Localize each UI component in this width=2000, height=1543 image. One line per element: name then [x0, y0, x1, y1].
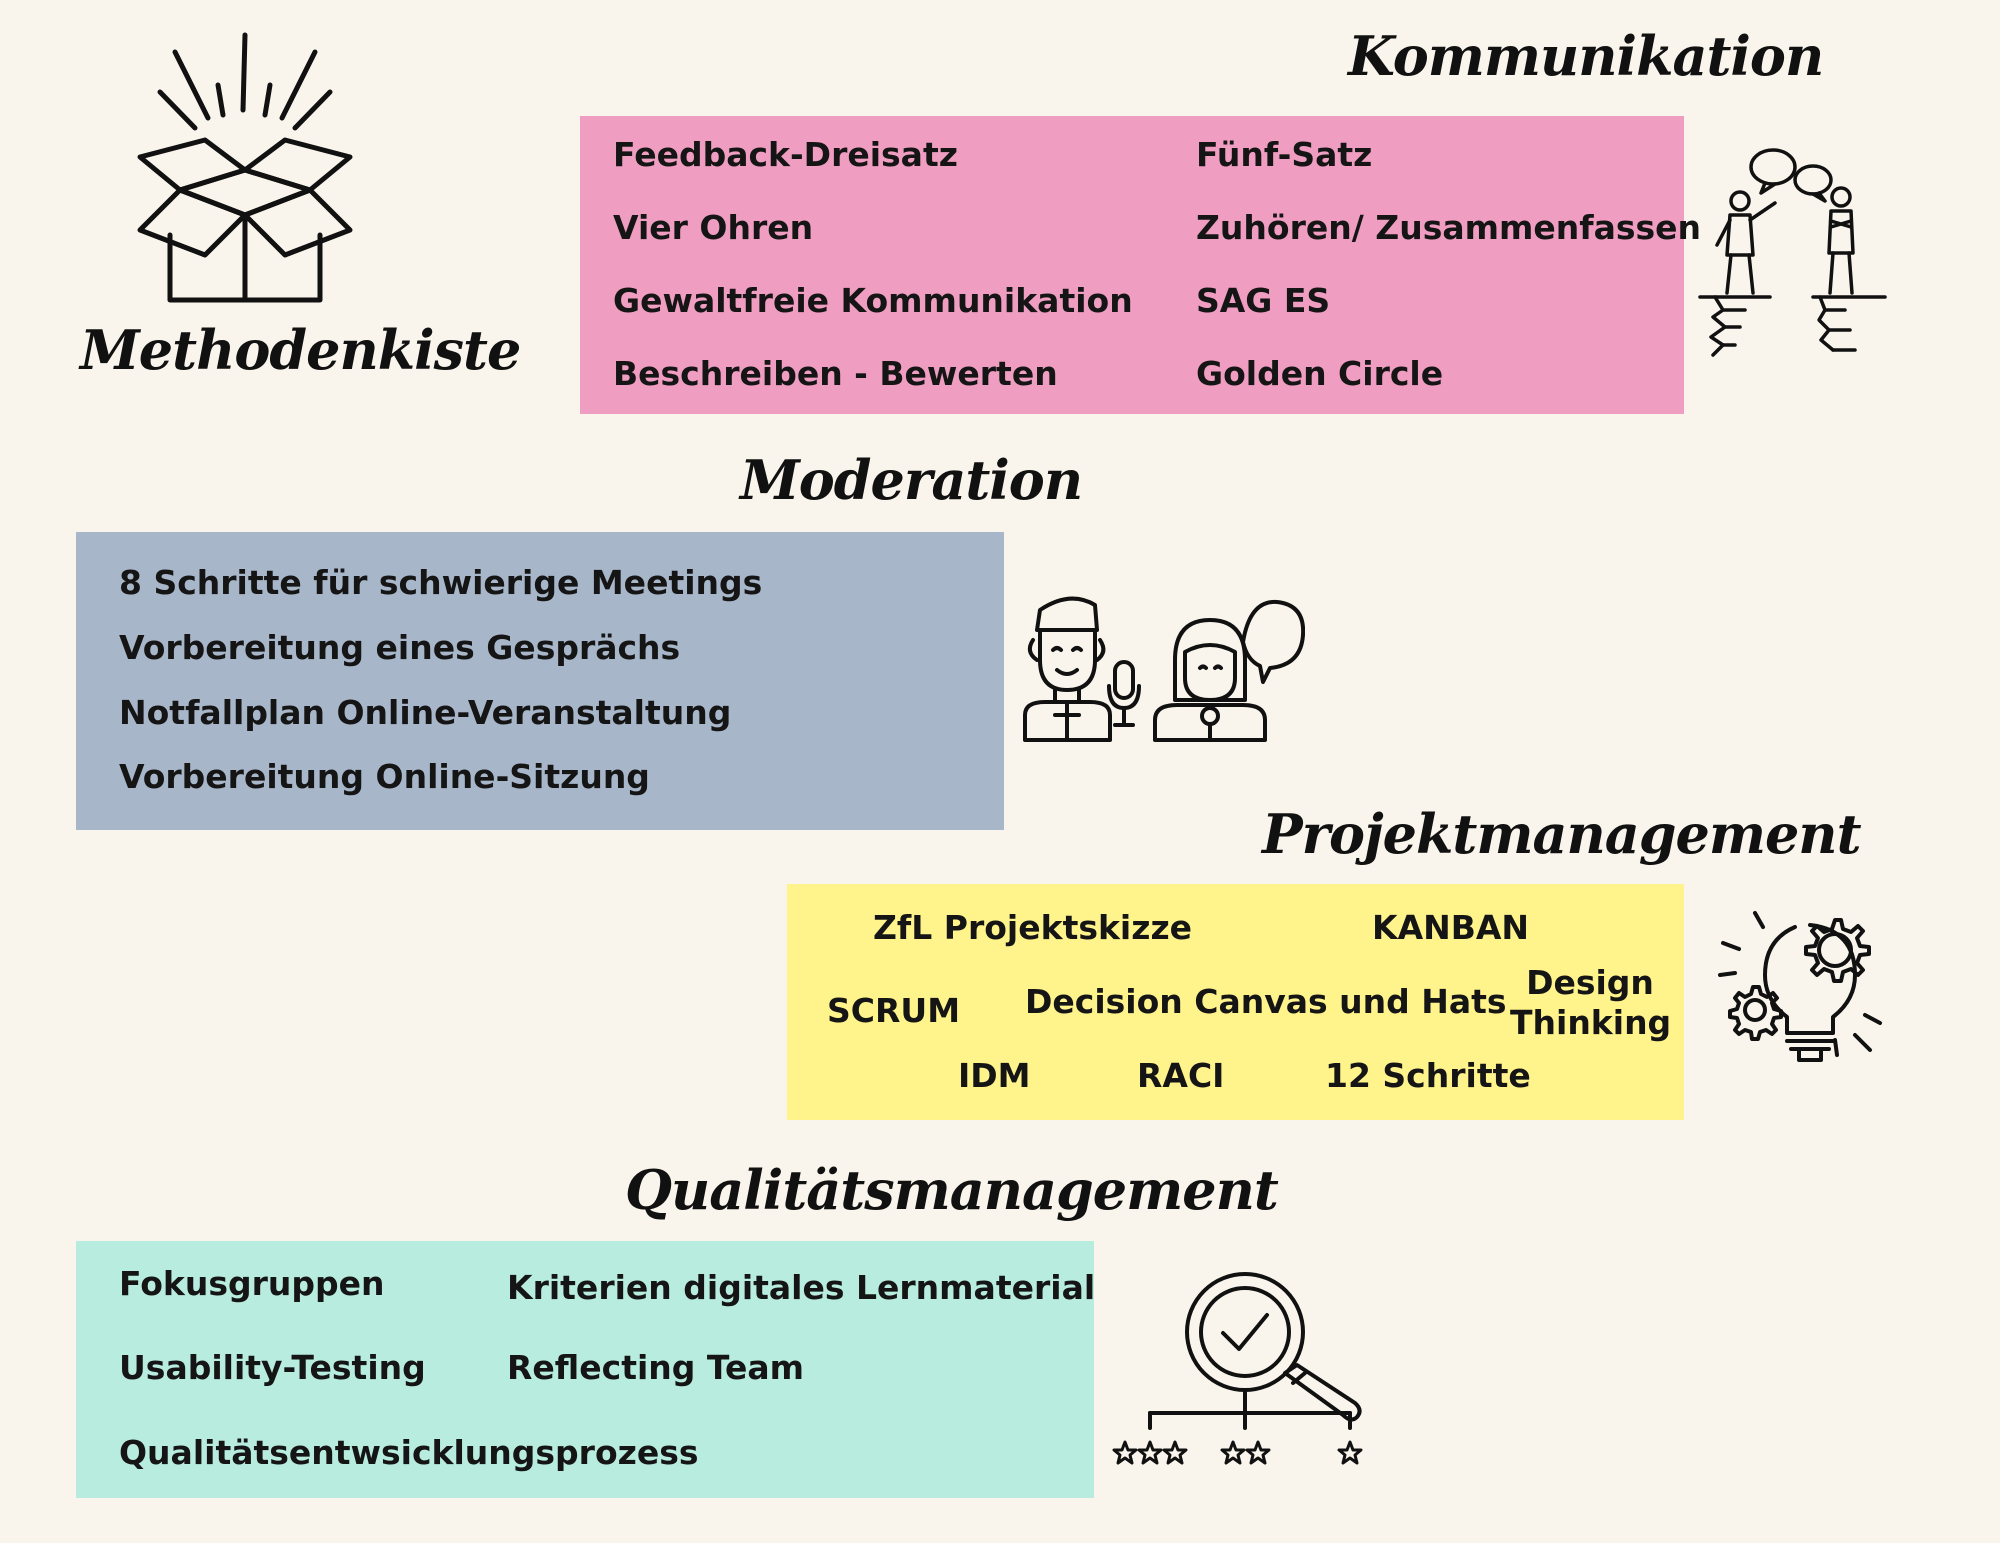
magnifier-check-rating-icon — [1105, 1265, 1385, 1475]
qualitaetsmanagement-panel — [76, 1241, 1094, 1498]
method-item[interactable]: Golden Circle — [1196, 354, 1444, 393]
method-item[interactable]: IDM — [958, 1056, 1031, 1095]
section-title-kommunikation: Kommunikation — [1348, 24, 1824, 88]
lightbulb-gears-icon — [1715, 905, 1895, 1075]
moderation-panel — [76, 532, 1004, 830]
method-item[interactable]: 8 Schritte für schwierige Meetings — [119, 563, 763, 602]
section-title-moderation: Moderation — [740, 448, 1083, 512]
people-speech-bubbles-icon — [1695, 145, 1895, 385]
method-item[interactable]: Notfallplan Online-Veranstaltung — [119, 693, 732, 732]
method-item[interactable]: Decision Canvas und Hats — [1025, 982, 1507, 1021]
method-item[interactable]: SAG ES — [1196, 281, 1331, 320]
method-item[interactable]: Kriterien digitales Lernmaterial — [507, 1268, 1096, 1307]
moderators-microphone-icon — [1015, 590, 1305, 750]
projektmanagement-panel — [787, 884, 1684, 1120]
open-box-icon — [130, 30, 360, 310]
method-item[interactable]: Vier Ohren — [613, 208, 814, 247]
method-item[interactable]: SCRUM — [827, 991, 961, 1030]
method-item[interactable]: Reflecting Team — [507, 1348, 805, 1387]
method-item[interactable]: Beschreiben - Bewerten — [613, 354, 1058, 393]
method-item[interactable]: RACI — [1137, 1056, 1225, 1095]
method-item[interactable]: Vorbereitung Online-Sitzung — [119, 757, 650, 796]
method-item[interactable]: ZfL Projektskizze — [873, 908, 1193, 947]
section-title-projektmanagement: Projektmanagement — [1262, 802, 1862, 866]
method-item[interactable]: Vorbereitung eines Gesprächs — [119, 628, 681, 667]
method-item[interactable]: Zuhören/ Zusammenfassen — [1196, 208, 1702, 247]
method-item[interactable]: Design Thinking — [1510, 963, 1672, 1042]
kommunikation-panel — [580, 116, 1684, 414]
method-item[interactable]: 12 Schritte — [1325, 1056, 1531, 1095]
method-item[interactable]: Feedback-Dreisatz — [613, 135, 958, 174]
method-item[interactable]: Fünf-Satz — [1196, 135, 1373, 174]
main-title: Methodenkiste — [80, 318, 521, 382]
method-item[interactable]: Gewaltfreie Kommunikation — [613, 281, 1133, 320]
method-item[interactable]: Usability-Testing — [119, 1348, 426, 1387]
method-item[interactable]: Qualitätsentwsicklungsprozess — [119, 1433, 699, 1472]
method-item[interactable]: KANBAN — [1372, 908, 1530, 947]
method-item[interactable]: Fokusgruppen — [119, 1264, 385, 1303]
section-title-qualitaetsmanagement: Qualitätsmanagement — [625, 1158, 1279, 1222]
